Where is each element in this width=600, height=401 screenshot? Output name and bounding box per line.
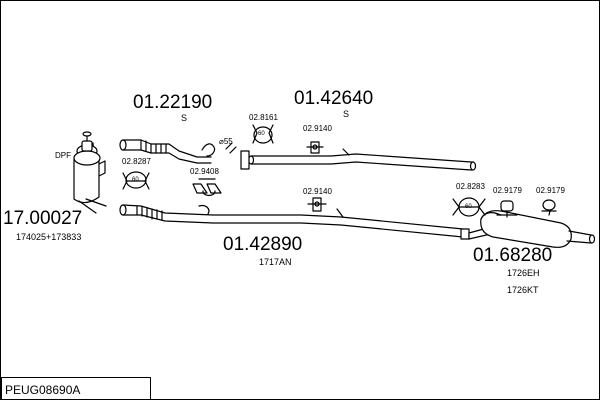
drawing-code-box: PEUG08690A (1, 377, 151, 400)
hanger-02-9179-a (496, 200, 518, 218)
fitting-label-02-8161: 02.8161 (249, 113, 278, 122)
clamp-size-top: 60 (258, 131, 265, 137)
clamp-size-left: 60 (132, 177, 139, 183)
part-number-01-22190: 01.22190 (133, 92, 213, 113)
part-number-01-42890: 01.42890 (223, 234, 303, 255)
part-number-01-42640: 01.42640 (294, 88, 374, 109)
drawing-code: PEUG08690A (5, 383, 81, 397)
clamp-02-8283 (452, 197, 486, 217)
hanger-02-9140-top (306, 141, 324, 154)
clamp-02-8287 (122, 171, 150, 190)
part-note-17-00027: 174025+173833 (16, 232, 82, 242)
part-note-01-42890: 1717AN (259, 257, 292, 267)
fitting-label-02-8287: 02.8287 (122, 157, 151, 166)
part-number-17-00027: 17.00027 (3, 208, 83, 229)
diameter-label: ⌀55 (219, 137, 233, 146)
rear-silencer (468, 206, 596, 248)
fitting-label-02-9179-a: 02.9179 (493, 186, 522, 195)
part-note-1726kt: 1726KT (507, 285, 539, 295)
fitting-label-02-9408: 02.9408 (190, 167, 219, 176)
hanger-02-9179-b (541, 199, 557, 212)
clamp-size-right: 60 (465, 204, 472, 210)
clamp-02-8161 (252, 124, 274, 144)
part-note-01-22190: S (181, 113, 188, 123)
fitting-label-02-8283: 02.8283 (456, 182, 485, 191)
hanger-small-near-pipe (225, 142, 237, 154)
middle-pipe-upper (240, 148, 477, 171)
hanger-02-9140-mid (307, 197, 327, 212)
hanger-02-9408 (192, 178, 222, 197)
dpf-label: DPF (55, 151, 71, 160)
front-pipe-upper (119, 139, 216, 164)
fitting-label-02-9140-mid: 02.9140 (303, 187, 332, 196)
dpf-canister (73, 131, 107, 214)
part-number-01-68280: 01.68280 (473, 245, 553, 266)
part-note-1726eh: 1726EH (507, 268, 540, 278)
fitting-label-02-9179-b: 02.9179 (536, 186, 565, 195)
fitting-label-02-9140-top: 02.9140 (303, 124, 332, 133)
front-pipe-lower (119, 204, 470, 240)
part-note-01-42640: S (343, 109, 350, 119)
